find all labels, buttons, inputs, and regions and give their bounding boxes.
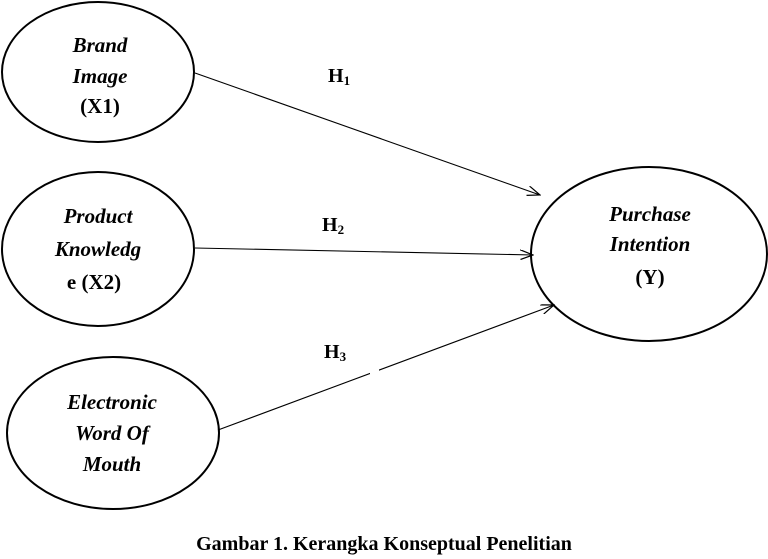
- node-x2-label: Product Knowledg e (X2): [54, 204, 141, 294]
- node-x1-line-3: (X1): [80, 94, 120, 118]
- node-x1-ellipse: [1, 1, 195, 143]
- node-x2-ellipse: [1, 171, 195, 327]
- svg-text:Electronic: Electronic: [66, 390, 158, 414]
- svg-text:Knowledg: Knowledg: [54, 237, 141, 261]
- node-y-line-3: (Y): [635, 265, 664, 289]
- node-x2-line-3: e (X2): [67, 270, 121, 294]
- node-y-line-1: Purchase: [608, 202, 691, 226]
- node-y-line-2: Intention: [609, 232, 691, 256]
- arrow-h1: [194, 72, 540, 195]
- node-x3-label: Electronic Word Of Mouth: [66, 390, 158, 476]
- node-x3-line-1: Electronic: [66, 390, 158, 414]
- hypothesis-h3-label: H3: [324, 341, 347, 364]
- svg-text:Product: Product: [63, 204, 134, 228]
- svg-text:(X1): (X1): [80, 94, 120, 118]
- svg-text:Word Of: Word Of: [75, 421, 151, 445]
- svg-text:Image: Image: [72, 64, 128, 88]
- node-x2-line-2: Knowledg: [54, 237, 141, 261]
- svg-text:Brand: Brand: [72, 33, 128, 57]
- node-x1-line-2: Image: [72, 64, 128, 88]
- svg-text:(Y): (Y): [635, 265, 664, 289]
- svg-text:Mouth: Mouth: [82, 452, 141, 476]
- svg-text:Intention: Intention: [609, 232, 691, 256]
- node-y-label: Purchase Intention (Y): [608, 202, 691, 289]
- arrow-h3: [217, 305, 554, 431]
- arrow-h2: [194, 247, 533, 255]
- node-x3-line-2: Word Of: [75, 421, 151, 445]
- node-x2-line-1: Product: [63, 204, 134, 228]
- svg-text:e (X2): e (X2): [67, 270, 121, 294]
- node-x3-line-3: Mouth: [82, 452, 141, 476]
- node-x1-line-1: Brand: [72, 33, 128, 57]
- hypothesis-h2-label: H2: [322, 214, 344, 237]
- node-x3-ellipse: [6, 356, 220, 510]
- arrow-h3-gap: [370, 366, 379, 374]
- figure-caption: Gambar 1. Kerangka Konseptual Penelitian: [196, 533, 572, 555]
- node-x1-label: Brand Image (X1): [72, 33, 128, 118]
- hypothesis-h1-label: H1: [328, 65, 350, 88]
- svg-text:Purchase: Purchase: [608, 202, 691, 226]
